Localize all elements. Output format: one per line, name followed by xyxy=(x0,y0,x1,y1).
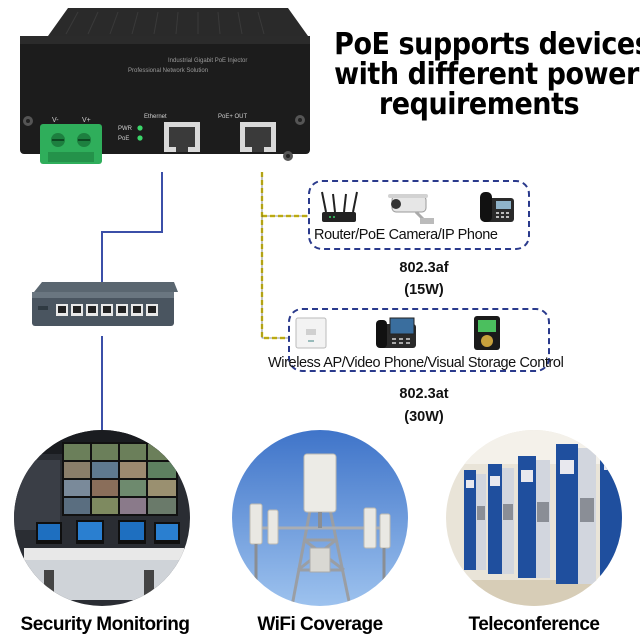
access-control-icon xyxy=(474,316,500,350)
connection-wires xyxy=(101,172,308,430)
terminal-label-v-minus: V- xyxy=(52,117,59,124)
caption-wifi-coverage: WiFi Coverage xyxy=(257,614,383,635)
teleconference-photo xyxy=(446,430,622,606)
network-switch xyxy=(32,282,178,326)
port-label-ethernet: Ethernet xyxy=(144,114,167,120)
af-power: (15W) xyxy=(404,282,444,298)
at-power: (30W) xyxy=(404,409,444,425)
led-label-poe: PoE xyxy=(118,136,129,142)
headline: PoE supports devices with different powe… xyxy=(334,27,640,122)
pwr-led xyxy=(137,125,143,131)
ip-phone-icon xyxy=(480,192,514,222)
video-phone-icon xyxy=(376,317,416,348)
router-icon xyxy=(321,191,358,222)
at-standard: 802.3at xyxy=(399,386,449,402)
caption-teleconference: Teleconference xyxy=(468,614,600,635)
headline-line-2: with different power xyxy=(334,57,639,92)
poe-injector-device: Industrial Gigabit PoE Injector Professi… xyxy=(20,8,310,164)
wifi-coverage-photo xyxy=(232,430,408,606)
security-monitoring-photo xyxy=(14,430,190,606)
headline-line-1: PoE supports devices xyxy=(334,27,640,62)
terminal-label-v-plus: V+ xyxy=(82,117,91,124)
caption-security-monitoring: Security Monitoring xyxy=(20,614,190,635)
af-standard: 802.3af xyxy=(399,260,449,276)
poe-at-device-group xyxy=(288,308,550,372)
at-devices-label: Wireless AP/Video Phone/Visual Storage C… xyxy=(268,355,564,371)
wireless-ap-icon xyxy=(295,317,327,349)
device-side-text-2: Professional Network Solution xyxy=(128,68,208,74)
poe-led xyxy=(137,135,143,141)
led-label-pwr: PWR xyxy=(118,126,133,132)
poe-wire-main xyxy=(260,172,288,340)
device-side-text-1: Industrial Gigabit PoE Injector xyxy=(168,58,247,64)
poe-camera-icon xyxy=(388,194,434,224)
port-label-poe-out: PoE+ OUT xyxy=(218,114,248,120)
af-devices-label: Router/PoE Camera/IP Phone xyxy=(314,227,498,243)
headline-line-3: requirements xyxy=(378,87,580,122)
ethernet-wire xyxy=(101,172,163,282)
poe-af-device-group xyxy=(308,180,530,250)
